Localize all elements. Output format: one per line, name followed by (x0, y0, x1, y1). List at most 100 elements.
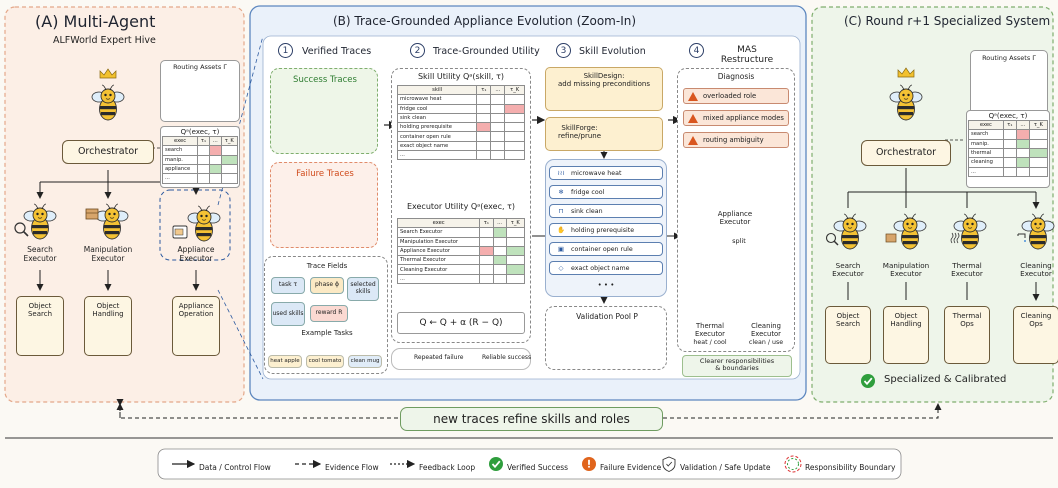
table-cell (476, 131, 492, 142)
skill-list-label: fridge cool (571, 188, 605, 196)
search-operation-node: Object Search (16, 296, 64, 356)
legend-responsibility-boundary: Responsibility Boundary (805, 463, 896, 472)
table-row: microwave heat (396, 94, 525, 105)
skill-list-item: ◇exact object name (549, 261, 663, 275)
skill-design-card: SkillDesign: add missing preconditions (545, 67, 663, 111)
table-cell (504, 150, 525, 161)
table-row-label: Appliance Executor (396, 245, 481, 257)
feedback-banner: new traces refine skills and roles (400, 407, 663, 431)
table-header-cell: ... (490, 84, 506, 96)
table-cell (505, 273, 526, 285)
exec-utility-title: Executor Utility Qᵃ(exec, τ) (406, 202, 516, 211)
success-traces-label: Success Traces (293, 75, 357, 85)
table-header-cell: τ₁ (197, 136, 210, 147)
table-cell (1015, 157, 1030, 168)
legend-feedback-loop: Feedback Loop (419, 463, 476, 472)
panel-c-routing-label: Routing Assets Γ (982, 54, 1036, 62)
table-cell (492, 227, 507, 238)
table-row: Thermal Executor (396, 255, 526, 266)
table-cell (504, 131, 525, 142)
col2-title: Trace-Grounded Utility (433, 46, 540, 57)
table-cell (492, 245, 507, 257)
thermal-executor-sub: heat / cool (693, 339, 727, 346)
restructure-footer: Clearer responsibilities & boundaries (682, 355, 792, 377)
panel-c-orchestrator-node: Orchestrator (861, 140, 951, 166)
panel-c-routing-card: Routing Assets Γ (970, 50, 1048, 116)
appliance-executor-label: Appliance Executor (717, 210, 753, 227)
skill-list-item: ⊓sink clean (549, 204, 663, 218)
col1-title: Verified Traces (302, 46, 372, 57)
example-task-chip: cool tomato (306, 355, 344, 368)
table-row-label: Search Executor (396, 227, 481, 238)
table-cell (479, 264, 494, 275)
table-row-label: Manipulation Executor (396, 236, 481, 247)
col4-title: MAS Restructure (720, 45, 774, 66)
col3-title: Skill Evolution (579, 46, 646, 57)
table-cell (490, 94, 506, 105)
diagnosis-issue: mixed appliance modes (683, 110, 789, 126)
table-row-label: Thermal Executor (396, 255, 481, 266)
table-cell (505, 236, 526, 247)
table-cell (197, 154, 210, 165)
table-row-label: appliance (161, 163, 199, 175)
warning-icon (688, 135, 698, 145)
skill-icon: ≀≀≀ (557, 169, 565, 177)
table-header-cell: τ_K (504, 84, 525, 96)
table-row: container open rule (396, 131, 525, 142)
thermal-executor-label: Thermal Executor (695, 322, 725, 338)
c-thermal-operation-node: Thermal Ops (944, 306, 990, 364)
table-cell (1002, 147, 1017, 159)
table-cell (1015, 138, 1030, 149)
warning-icon (688, 113, 698, 123)
trace-field-chip: task τ (271, 277, 305, 294)
table-row: holding prerequisite (396, 122, 525, 133)
manipulation-operation-node: Object Handling (84, 296, 132, 356)
failure-traces-label: Failure Traces (296, 169, 354, 179)
table-cell (1015, 166, 1030, 177)
table-cell (492, 264, 507, 275)
table-row: search (161, 145, 239, 156)
table-row: Cleaning Executor (396, 264, 526, 275)
validation-pool-card: Validation Pool P (545, 306, 667, 370)
c-cleaning-executor-label: Cleaning Executor (1020, 261, 1052, 279)
skill-icon: ▣ (557, 245, 565, 253)
table-cell (1028, 157, 1049, 168)
table-cell (479, 273, 494, 285)
table-cell (479, 236, 494, 247)
diagnosis-issue: routing ambiguity (683, 132, 789, 148)
table-header-cell: skill (396, 84, 478, 96)
table-cell (208, 154, 222, 165)
table-header-cell: τ₁ (476, 84, 492, 96)
table-row: manip. (161, 154, 239, 165)
c-search-operation-label: Object Search (835, 312, 861, 329)
appliance-operation-node: Appliance Operation (172, 296, 220, 356)
step-3-badge: 3 (556, 43, 571, 58)
skill-list-label: microwave heat (571, 169, 622, 177)
table-cell (1015, 129, 1030, 140)
table-row-label: microwave heat (396, 94, 478, 105)
table-cell (492, 255, 507, 266)
table-row: ... (968, 166, 1049, 177)
table-cell (490, 131, 506, 142)
trace-field-chip: reward R (310, 305, 348, 322)
table-row: search (968, 129, 1049, 140)
table-cell (490, 150, 506, 161)
table-row: appliance (161, 163, 239, 175)
skill-utility-title: Skill Utility Qᵃ(skill, τ) (417, 72, 505, 81)
table-cell (197, 145, 210, 156)
table-cell (490, 103, 506, 114)
table-cell (476, 94, 492, 105)
table-header-cell: τ_K (505, 217, 526, 229)
table-row-label: ... (396, 150, 478, 161)
trace-field-chip: selected skills (347, 277, 379, 301)
table-row-label: cleaning (968, 157, 1004, 168)
table-row: sink clean (396, 112, 525, 124)
table-row: Manipulation Executor (396, 236, 526, 247)
example-task-chip: clean mug (348, 355, 382, 368)
skill-icon: ⊓ (558, 207, 564, 215)
diagnosis-issue-label: overloaded role (703, 92, 757, 100)
step-1-badge: 1 (278, 43, 293, 58)
